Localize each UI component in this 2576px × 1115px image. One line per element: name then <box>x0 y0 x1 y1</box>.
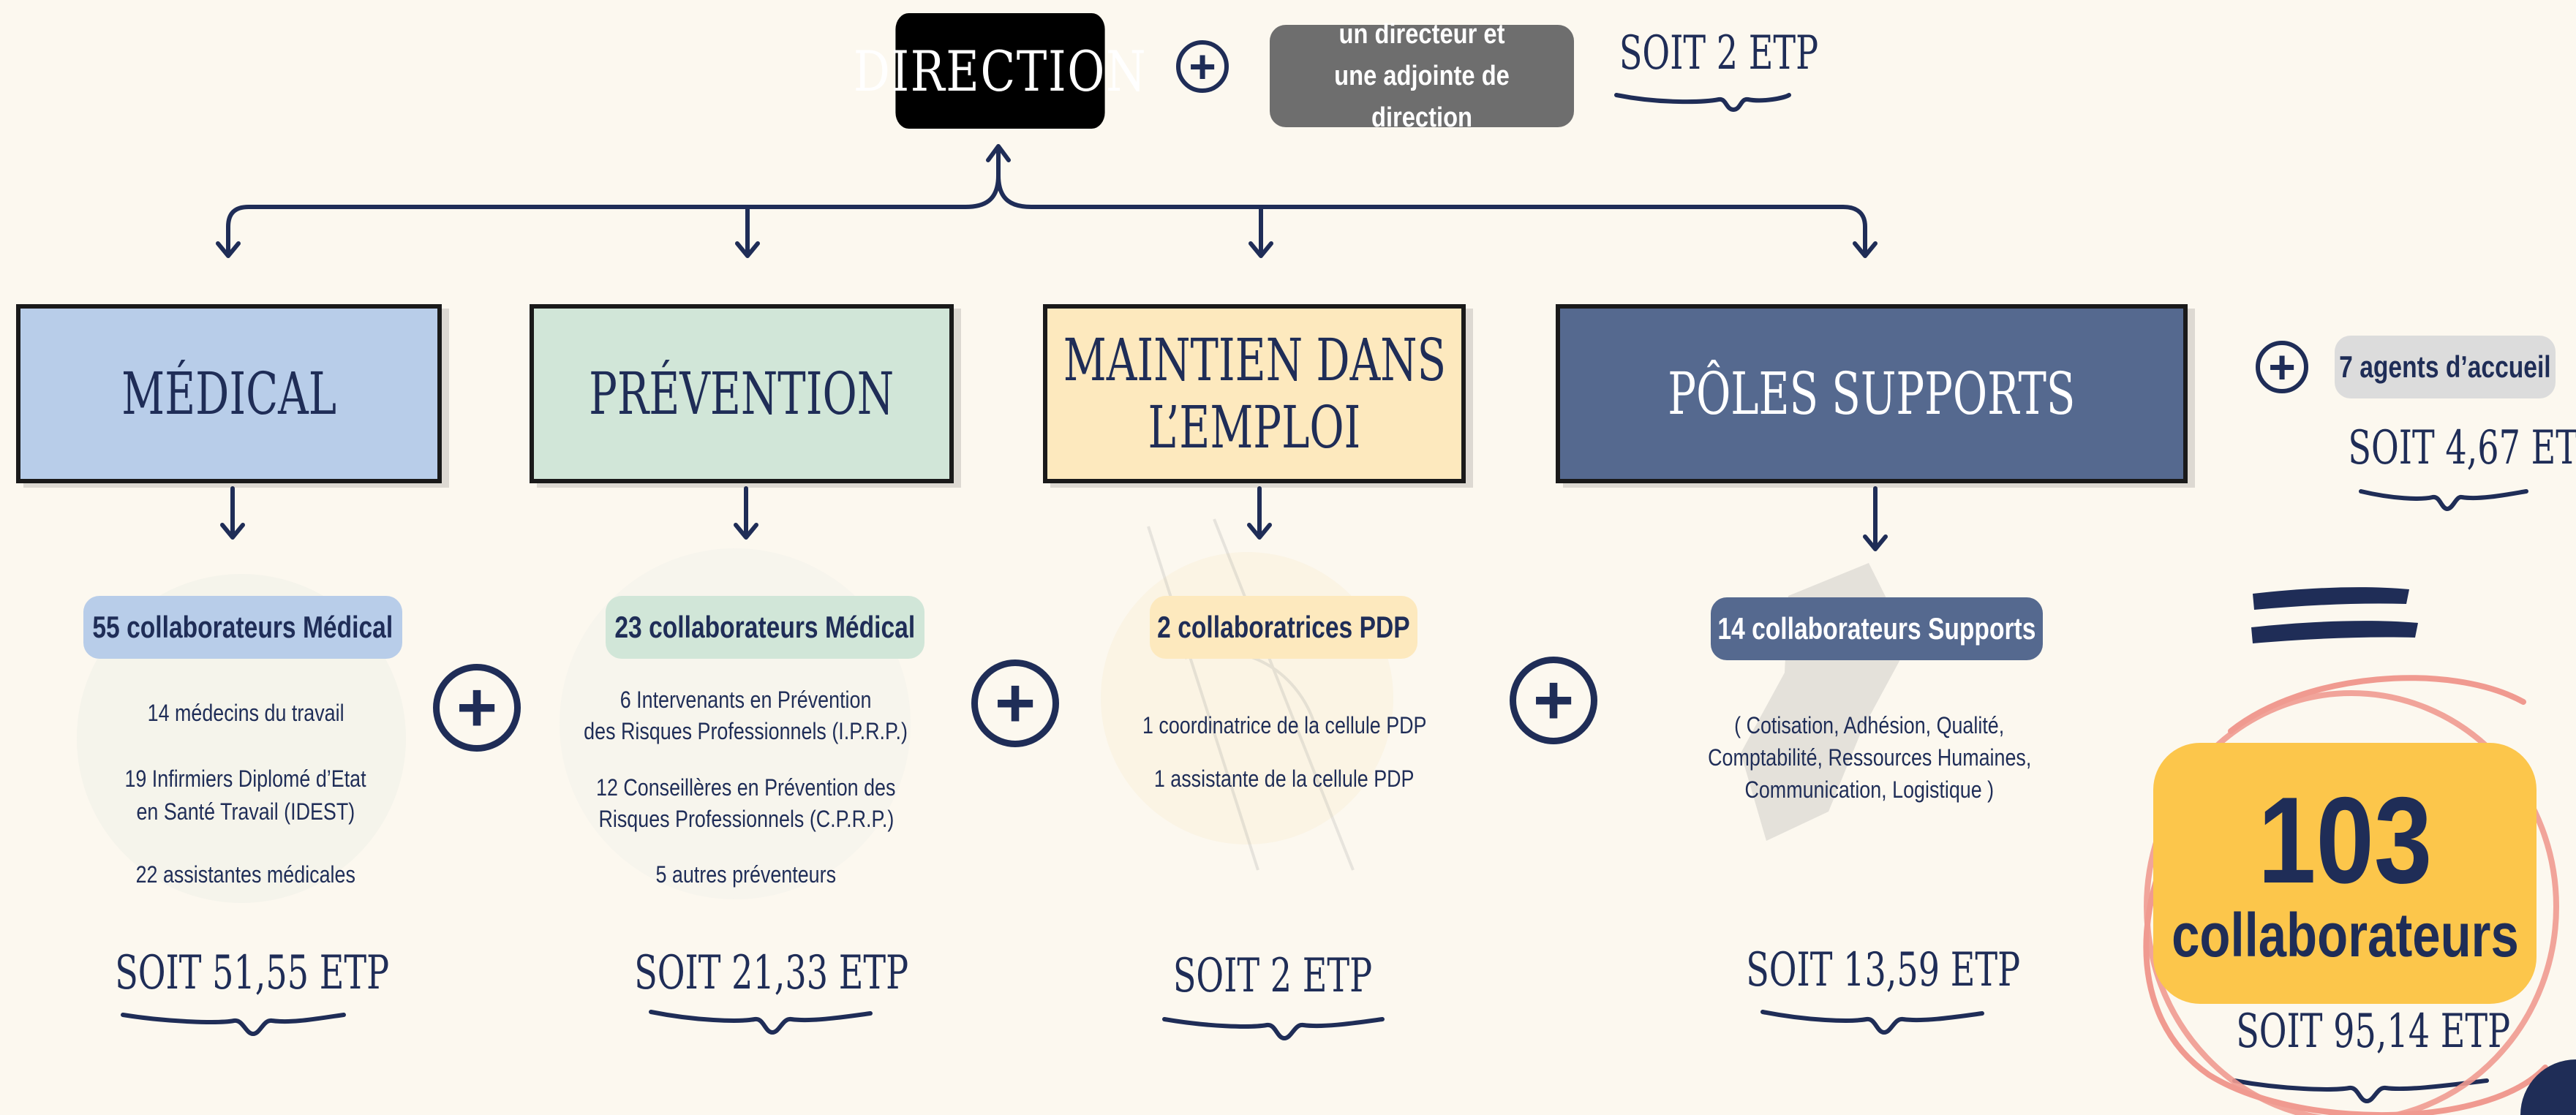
direction-note-line1: un directeur et <box>1338 18 1505 50</box>
prevention-detail: 12 Conseillères en Prévention des <box>541 771 951 804</box>
prevention-detail: 5 autres préventeurs <box>541 858 951 891</box>
medical-detail: 19 Infirmiers Diplomé d’Etat <box>48 763 443 795</box>
medical-detail-line: en Santé Travail (IDEST) <box>136 798 355 825</box>
maintien-detail-line: 1 coordinatrice de la cellule PDP <box>1142 712 1427 738</box>
prevention-detail-line: 5 autres préventeurs <box>655 861 837 888</box>
prevention-pill-label: 23 collaborateurs Médical <box>614 610 916 644</box>
medical-etp: SOIT 51,55 ETP <box>115 946 390 1000</box>
maintien-pill: 2 collaboratrices PDP <box>1150 596 1417 659</box>
accueil-pill: 7 agents d’accueil <box>2335 336 2556 398</box>
prevention-detail-line: 12 Conseillères en Prévention des <box>596 774 896 801</box>
corner-decoration <box>2520 1059 2576 1115</box>
supports-detail: Communication, Logistique ) <box>1665 774 2074 806</box>
supports-pill: 14 collaborateurs Supports <box>1711 597 2043 660</box>
direction-title: DIRECTION <box>853 38 1148 104</box>
prevention-detail: des Risques Professionnels (I.P.R.P.) <box>541 715 951 748</box>
supports-detail: Comptabilité, Ressources Humaines, <box>1665 741 2074 774</box>
prevention-etp: SOIT 21,33 ETP <box>634 946 909 1000</box>
accueil-etp: SOIT 4,67 ETP <box>2348 421 2576 475</box>
supports-pill-label: 14 collaborateurs Supports <box>1717 611 2036 646</box>
direction-note-line2: une adjointe de direction <box>1334 60 1510 133</box>
prevention-detail-line: des Risques Professionnels (I.P.R.P.) <box>584 718 908 744</box>
plus-icon: + <box>2256 341 2308 393</box>
plus-icon: + <box>1176 40 1229 93</box>
total-box: 103 collaborateurs <box>2153 743 2537 1004</box>
medical-pill: 55 collaborateurs Médical <box>83 596 402 659</box>
direction-note: un directeur et une adjointe de directio… <box>1270 19 1574 133</box>
maintien-detail: 1 coordinatrice de la cellule PDP <box>1080 709 1489 742</box>
direction-box: DIRECTION <box>854 13 1145 129</box>
medical-detail-line: 14 médecins du travail <box>147 700 344 726</box>
direction-etp: SOIT 2 ETP <box>1619 26 1819 80</box>
maintien-detail-line: 1 assistante de la cellule PDP <box>1154 766 1415 792</box>
maintien-pill-label: 2 collaboratrices PDP <box>1157 610 1410 644</box>
total-label: collaborateurs <box>2171 900 2519 970</box>
maintien-etp: SOIT 2 ETP <box>1172 949 1373 1003</box>
prevention-detail-line: Risques Professionnels (C.P.R.P.) <box>598 806 894 832</box>
prevention-detail: Risques Professionnels (C.P.R.P.) <box>541 803 951 836</box>
dept-supports-title: PÔLES SUPPORTS <box>1668 359 2076 428</box>
medical-pill-label: 55 collaborateurs Médical <box>92 610 393 644</box>
supports-etp: SOIT 13,59 ETP <box>1746 943 2021 997</box>
medical-detail: 22 assistantes médicales <box>48 858 443 891</box>
equals-sign <box>2251 587 2418 643</box>
plus-icon: + <box>1510 657 1597 744</box>
maintien-detail: 1 assistante de la cellule PDP <box>1080 763 1489 795</box>
dept-maintien-box: MAINTIEN DANS L’EMPLOI <box>1043 304 1466 483</box>
plus-icon: + <box>971 659 1059 747</box>
plus-icon: + <box>433 664 521 752</box>
dept-supports-box: PÔLES SUPPORTS <box>1556 304 2188 483</box>
medical-detail: 14 médecins du travail <box>48 697 443 730</box>
supports-detail-line: ( Cotisation, Adhésion, Qualité, <box>1734 712 2005 738</box>
supports-detail-line: Communication, Logistique ) <box>1744 776 1995 803</box>
medical-detail: en Santé Travail (IDEST) <box>48 795 443 828</box>
supports-detail-line: Comptabilité, Ressources Humaines, <box>1707 744 2032 771</box>
dept-maintien-title-line1: MAINTIEN DANS <box>1063 325 1446 394</box>
dept-prevention-title: PRÉVENTION <box>589 359 895 428</box>
total-number: 103 <box>2257 771 2433 909</box>
accueil-label: 7 agents d’accueil <box>2339 349 2551 384</box>
dept-medical-box: MÉDICAL <box>16 304 442 483</box>
medical-detail-line: 19 Infirmiers Diplomé d’Etat <box>124 766 367 792</box>
prevention-detail: 6 Intervenants en Prévention <box>541 684 951 717</box>
supports-detail: ( Cotisation, Adhésion, Qualité, <box>1665 709 2074 742</box>
prevention-pill: 23 collaborateurs Médical <box>606 596 924 659</box>
total-etp: SOIT 95,14 ETP <box>2236 1005 2511 1059</box>
prevention-detail-line: 6 Intervenants en Prévention <box>620 687 872 713</box>
dept-maintien-title-line2: L’EMPLOI <box>1148 393 1361 461</box>
medical-detail-line: 22 assistantes médicales <box>135 861 356 888</box>
dept-prevention-box: PRÉVENTION <box>530 304 954 483</box>
dept-medical-title: MÉDICAL <box>121 359 336 428</box>
